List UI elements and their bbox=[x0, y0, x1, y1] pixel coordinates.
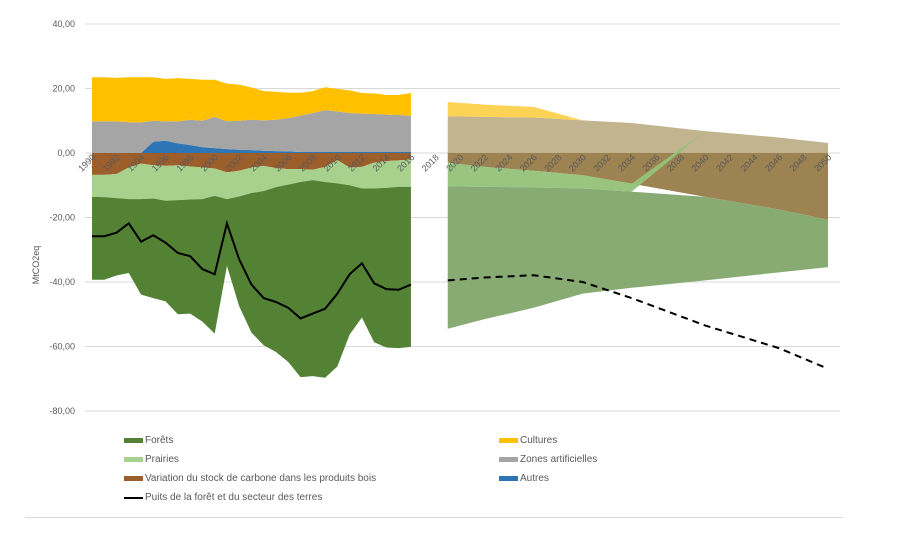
historical-area-bois bbox=[92, 153, 411, 175]
historical-area-prairies bbox=[92, 159, 411, 201]
legend-item-forets: Forêts bbox=[124, 435, 173, 446]
legend-item-prairies: Prairies bbox=[124, 454, 179, 465]
projection-net-line bbox=[447, 274, 829, 370]
legend-swatch-forets bbox=[124, 438, 143, 443]
legend-label: Cultures bbox=[520, 435, 558, 446]
historical-area-cultures bbox=[92, 77, 411, 123]
historical-net-line bbox=[92, 219, 412, 320]
projection-area-cultures bbox=[447, 102, 828, 144]
historical-area-zones bbox=[92, 110, 411, 153]
legend-label: Prairies bbox=[145, 454, 179, 465]
legend-swatch-bois bbox=[124, 476, 143, 481]
projection-area-forets bbox=[447, 186, 828, 329]
legend-item-net: Puits de la forêt et du secteur des terr… bbox=[124, 492, 322, 503]
projection-area-zones bbox=[447, 116, 828, 153]
legend-label: Zones artificielles bbox=[520, 454, 598, 465]
legend-swatch-zones bbox=[499, 457, 518, 462]
projection-area-prairies bbox=[447, 131, 828, 192]
legend-swatch-cultures bbox=[499, 438, 518, 443]
bottom-divider bbox=[25, 517, 843, 518]
legend-label: Autres bbox=[520, 473, 549, 484]
y-tick-label: 20,00 bbox=[52, 84, 75, 94]
historical-area-autres bbox=[92, 140, 411, 153]
legend-item-bois: Variation du stock de carbone dans les p… bbox=[124, 473, 376, 484]
projection-area-bois bbox=[447, 153, 828, 220]
y-tick-label: -40,00 bbox=[49, 277, 75, 287]
y-tick-label: 0,00 bbox=[57, 148, 75, 158]
legend-swatch-autres bbox=[499, 476, 518, 481]
y-axis-title: MtCO2eq bbox=[31, 246, 41, 285]
legend-item-cultures: Cultures bbox=[499, 435, 557, 446]
legend-label: Puits de la forêt et du secteur des terr… bbox=[145, 492, 323, 503]
y-tick-label: -80,00 bbox=[49, 406, 75, 416]
y-tick-label: 40,00 bbox=[52, 19, 75, 29]
y-tick-label: -20,00 bbox=[49, 213, 75, 223]
y-tick-label: -60,00 bbox=[49, 342, 75, 352]
legend-item-zones: Zones artificielles bbox=[499, 454, 597, 465]
historical-area-forets bbox=[92, 180, 411, 378]
x-tick-label: 2018 bbox=[420, 152, 441, 173]
legend-label: Variation du stock de carbone dans les p… bbox=[145, 473, 377, 484]
legend-swatch-prairies bbox=[124, 457, 143, 462]
legend-item-autres: Autres bbox=[499, 473, 549, 484]
legend-swatch-net bbox=[124, 496, 143, 499]
legend-label: Forêts bbox=[145, 435, 174, 446]
